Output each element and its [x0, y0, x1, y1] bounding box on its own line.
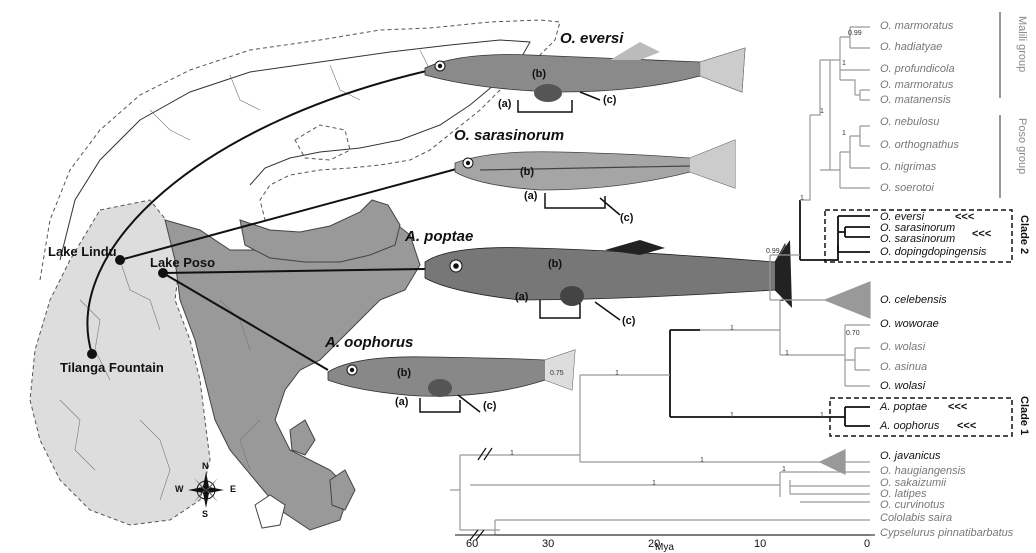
support-1c: 1	[842, 130, 846, 137]
tip-4: O. marmoratus	[880, 79, 953, 91]
fish-label-eversi: O. eversi	[560, 30, 623, 47]
support-1k: 1	[700, 457, 704, 464]
support-1h: 1	[820, 412, 824, 419]
tip-2: O. hadiatyae	[880, 41, 942, 53]
sarasinorum-mark-a: (a)	[524, 190, 537, 202]
tick-30: 30	[542, 538, 554, 550]
tip-6: O. nebulosu	[880, 116, 939, 128]
poptae-mark-c: (c)	[622, 315, 635, 327]
support-1e: 1	[780, 296, 784, 303]
sarasinorum-mark-b: (b)	[520, 166, 534, 178]
support-1f: 1	[730, 325, 734, 332]
tip-14: O. celebensis	[880, 294, 947, 306]
support-b: 0.99	[766, 248, 780, 255]
support-1n: 1	[510, 450, 514, 457]
fish-label-sarasinorum: O. sarasinorum	[454, 127, 564, 144]
tip-26: Cololabis saira	[880, 512, 952, 524]
east-arm	[240, 200, 400, 262]
tip-18: O. wolasi	[880, 380, 925, 392]
group-malili: Malili group	[1016, 16, 1028, 72]
fish-oophorus	[328, 350, 575, 397]
tip-25: O. curvinotus	[880, 499, 945, 511]
tip-27: Cypselurus pinnatibarbatus	[880, 527, 1013, 539]
tip-21: O. javanicus	[880, 450, 941, 462]
tip-3: O. profundicola	[880, 63, 955, 75]
fish-poptae	[425, 240, 792, 308]
tip-16: O. wolasi	[880, 341, 925, 353]
label-lake-lindu: Lake Lindu	[48, 244, 117, 259]
eversi-mark-b: (b)	[532, 68, 546, 80]
tip-9: O. soerotoi	[880, 182, 934, 194]
compass-s: S	[202, 509, 208, 519]
fish-label-poptae: A. poptae	[405, 228, 473, 245]
tip-8: O. nigrimas	[880, 161, 936, 173]
tip-19: A. poptae	[880, 401, 927, 413]
tip-1: O. marmoratus	[880, 20, 953, 32]
dot-tilanga-fountain	[87, 349, 97, 359]
compass-e: E	[230, 484, 236, 494]
tip-15: O. woworae	[880, 318, 939, 330]
eversi-mark-a: (a)	[498, 98, 511, 110]
support-1j: 1	[615, 370, 619, 377]
support-1b: 1	[820, 108, 824, 115]
tip-5: O. matanensis	[880, 94, 951, 106]
group-poso: Poso group	[1016, 118, 1028, 174]
tip-13: O. dopingdopingensis	[880, 246, 986, 258]
tip-12: O. sarasinorum	[880, 233, 955, 245]
poptae-mark-b: (b)	[548, 258, 562, 270]
support-d: 0.75	[550, 370, 564, 377]
label-lake-poso: Lake Poso	[150, 255, 215, 270]
compass-w: W	[175, 484, 184, 494]
support-1a: 1	[842, 60, 846, 67]
tick-60: 60	[466, 538, 478, 550]
oophorus-mark-a: (a)	[395, 396, 408, 408]
group-clade2: Clade 2	[1018, 215, 1030, 254]
support-1i: 1	[730, 412, 734, 419]
support-a: 0.99	[848, 30, 862, 37]
support-c: 0.70	[846, 330, 860, 337]
tip-7: O. orthognathus	[880, 139, 959, 151]
support-1m: 1	[652, 480, 656, 487]
marker-eversi: <<<	[955, 211, 974, 223]
oophorus-mark-c: (c)	[483, 400, 496, 412]
marker-oophorus: <<<	[957, 420, 976, 432]
tick-10: 10	[754, 538, 766, 550]
compass-n: N	[202, 461, 209, 471]
tip-17: O. asinua	[880, 361, 927, 373]
sarasinorum-mark-c: (c)	[620, 212, 633, 224]
oophorus-mark-b: (b)	[397, 367, 411, 379]
support-1d: 1	[800, 195, 804, 202]
marker-sarasinorum: <<<	[972, 228, 991, 240]
support-1l: 1	[782, 466, 786, 473]
group-clade1: Clade 1	[1018, 396, 1030, 435]
eversi-mark-c: (c)	[603, 94, 616, 106]
tick-0: 0	[864, 538, 870, 550]
fish-label-oophorus: A. oophorus	[325, 334, 413, 351]
marker-poptae: <<<	[948, 401, 967, 413]
fish-sarasinorum	[455, 140, 735, 190]
tip-22: O. haugiangensis	[880, 465, 966, 477]
tip-20: A. oophorus	[880, 420, 939, 432]
poptae-mark-a: (a)	[515, 291, 528, 303]
support-1g: 1	[785, 350, 789, 357]
label-tilanga-fountain: Tilanga Fountain	[60, 360, 164, 375]
island-2	[290, 420, 315, 455]
